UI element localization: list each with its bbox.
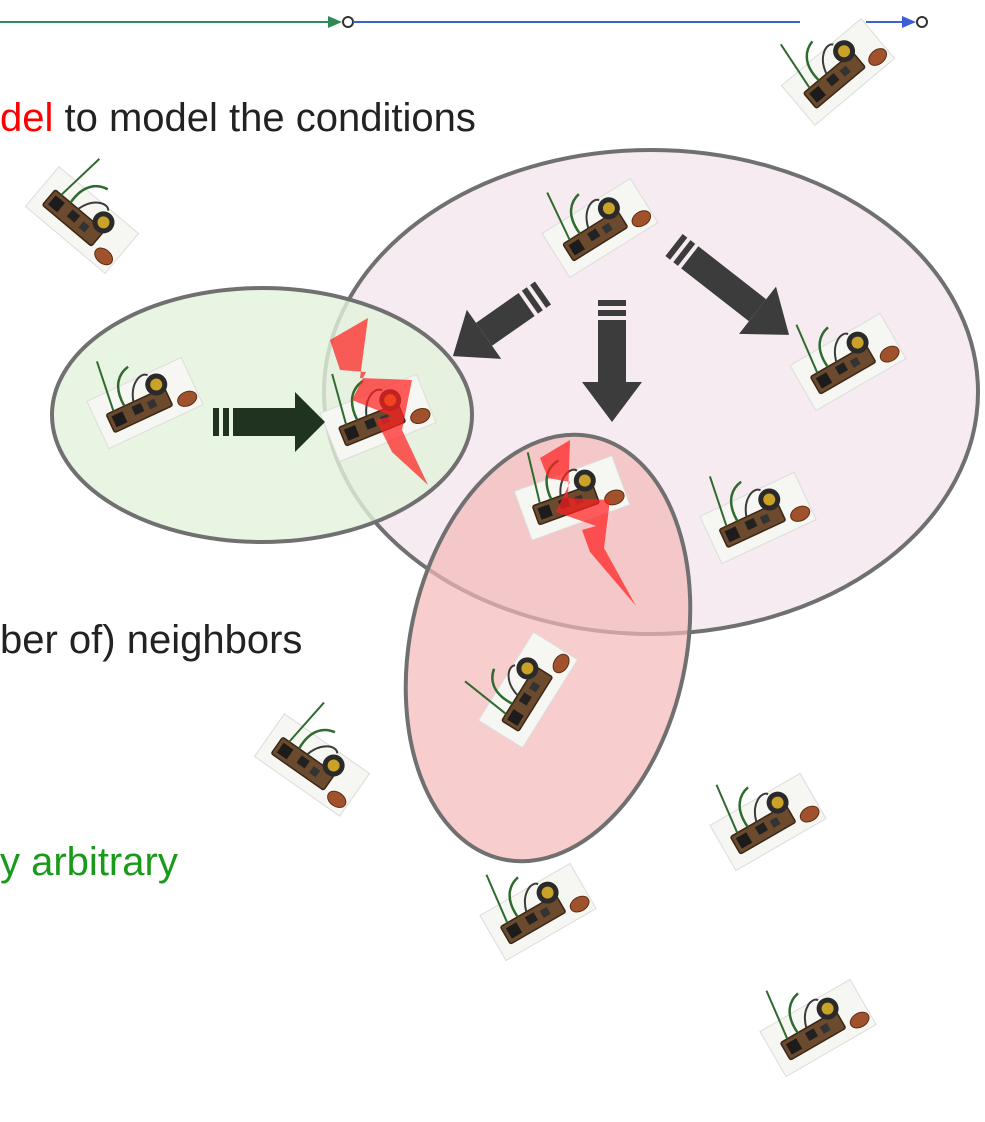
lightning-bolt-icon (540, 440, 636, 606)
sensor-node-icon (742, 950, 878, 1078)
model-red-fragment: del (0, 96, 54, 140)
green-timeline-arrowhead (328, 16, 342, 28)
sensor-node-icon (759, 0, 896, 127)
transmission-arrow-icon (582, 300, 642, 422)
top-timeline (0, 16, 928, 28)
lightning-bolt-icon (330, 318, 428, 485)
timeline-node-circle (342, 16, 354, 28)
arbitrary-line: y arbitrary (0, 840, 178, 884)
sensor-node-icon (253, 686, 390, 818)
sensor-node-icon (692, 744, 828, 872)
blue-timeline-arrowhead (902, 16, 916, 28)
model-conditions-text: to model the conditions (53, 96, 476, 140)
sensor-node-icon (24, 140, 161, 275)
heading-line-model: del to model the conditions (0, 98, 476, 138)
timeline-end-circle (916, 16, 928, 28)
neighbors-line: ber of) neighbors (0, 618, 303, 662)
transmission-arrow-icon (665, 233, 790, 335)
transmission-arrow-icon (452, 281, 552, 359)
transmission-arrow-icon (213, 392, 325, 452)
